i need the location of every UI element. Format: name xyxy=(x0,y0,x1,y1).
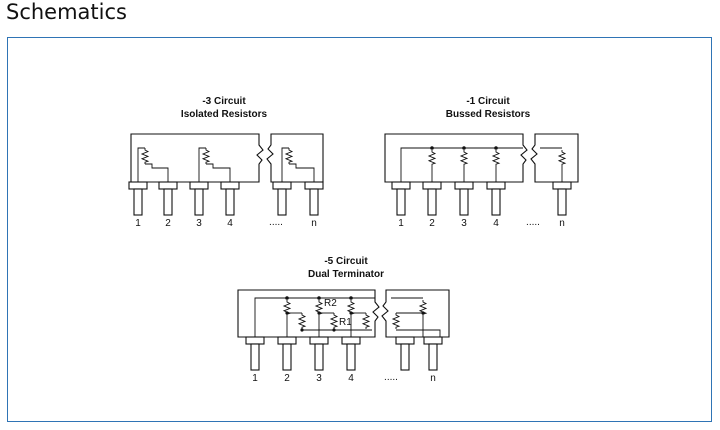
circuit-bussed-title-1: -1 Circuit xyxy=(466,96,510,107)
circuit-bussed-title-2: Bussed Resistors xyxy=(446,109,531,120)
isolated-pin-n: n xyxy=(311,218,317,229)
bussed-pin-3: 3 xyxy=(461,218,467,229)
bussed-pin-4: 4 xyxy=(493,218,499,229)
circuit-isolated-title-2: Isolated Resistors xyxy=(181,109,268,120)
schematics-panel xyxy=(7,37,712,422)
isolated-pin-1: 1 xyxy=(135,218,141,229)
dual-pin-dots: ..... xyxy=(384,372,398,383)
circuit-isolated-title-1: -3 Circuit xyxy=(202,96,246,107)
label-r2: R2 xyxy=(324,298,337,309)
bussed-pin-n: n xyxy=(559,218,565,229)
dual-pin-3: 3 xyxy=(316,373,322,384)
isolated-pin-4: 4 xyxy=(227,218,233,229)
circuit-dual-title-1: -5 Circuit xyxy=(324,256,368,267)
isolated-pin-dots: ..... xyxy=(269,217,283,228)
isolated-pin-3: 3 xyxy=(196,218,202,229)
dual-pin-2: 2 xyxy=(284,373,290,384)
circuit-bussed-resistors: -1 Circuit Bussed Resistors 1 2 3 4 ....… xyxy=(384,96,579,229)
circuit-isolated-resistors: -3 Circuit Isolated Resistors 1 2 3 4 ..… xyxy=(128,96,324,229)
bussed-pin-2: 2 xyxy=(429,218,435,229)
circuit-dual-title-2: Dual Terminator xyxy=(308,269,384,280)
circuit-dual-terminator: -5 Circuit Dual Terminator R2 R1 1 2 3 xyxy=(237,256,450,384)
dual-pin-4: 4 xyxy=(348,373,354,384)
bussed-pin-1: 1 xyxy=(398,218,404,229)
bussed-pin-dots: ..... xyxy=(526,217,540,228)
dual-pin-1: 1 xyxy=(252,373,258,384)
page-title: Schematics xyxy=(6,0,127,24)
label-r1: R1 xyxy=(339,317,352,328)
dual-pin-n: n xyxy=(430,373,436,384)
isolated-pin-2: 2 xyxy=(165,218,171,229)
